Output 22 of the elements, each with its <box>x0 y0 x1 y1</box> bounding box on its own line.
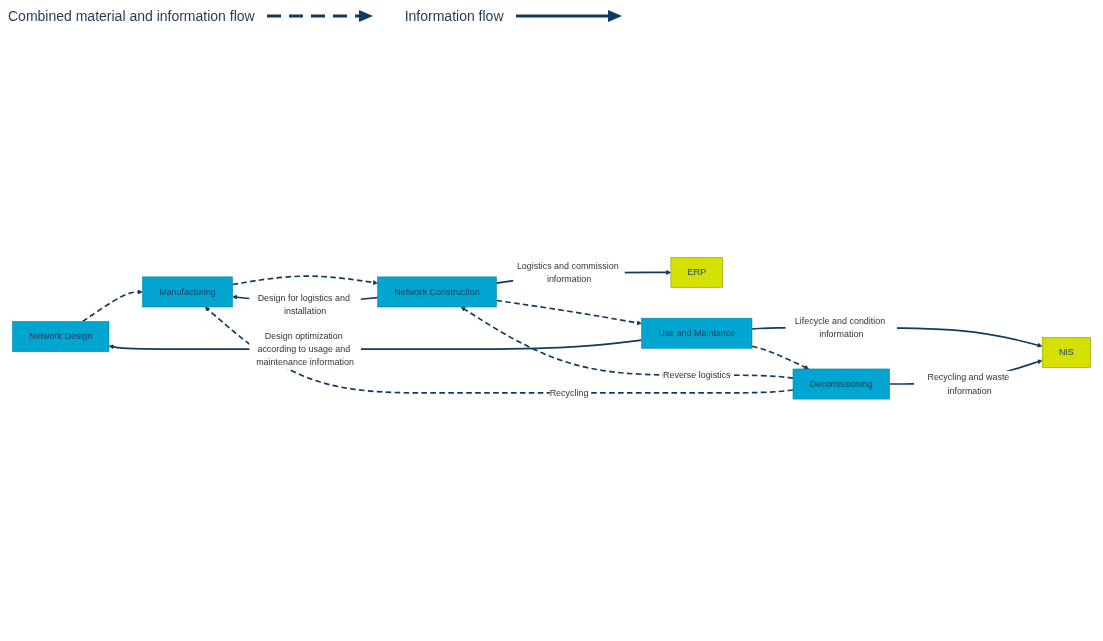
edge-label: Recycling and waste information <box>927 372 1010 396</box>
edge-label: Reverse logistics <box>663 370 731 380</box>
arrow <box>204 306 794 394</box>
legend-text: Information flow <box>404 8 504 24</box>
edge-label: Design optimization according to usage and maintenance information <box>256 330 354 368</box>
legend-text: Combined material and information flow <box>8 8 255 24</box>
arrow <box>460 306 794 379</box>
node-box: Use and Maintance <box>641 317 753 349</box>
edge-label: Logistics and commission information <box>516 260 619 284</box>
node-box: Manufacturing <box>142 276 233 308</box>
arrow <box>81 289 143 323</box>
edge-label: Lifecycle and condition information <box>794 315 886 339</box>
node-box: Decomissioning <box>792 368 890 400</box>
arrow <box>231 275 378 286</box>
node-box: Network Construction <box>377 276 497 308</box>
arrow <box>495 299 642 326</box>
arrow <box>751 345 810 370</box>
node-box: NIS <box>1041 337 1091 368</box>
edge-label: Recycling <box>549 387 589 398</box>
node-box: Network Design <box>12 321 110 352</box>
edge-label: Design for logistics and installation <box>257 292 350 316</box>
node-box: ERP <box>670 257 723 288</box>
